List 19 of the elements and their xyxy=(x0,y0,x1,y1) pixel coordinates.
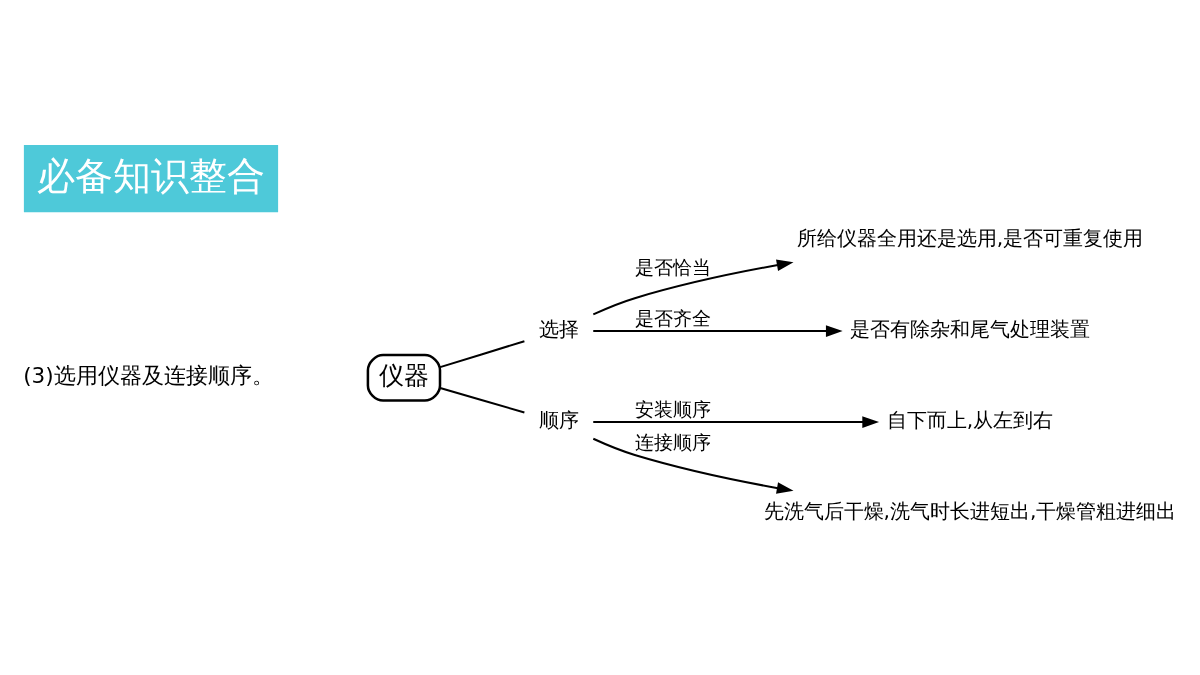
arrow xyxy=(592,258,794,315)
connector xyxy=(439,339,525,368)
connector xyxy=(439,386,525,413)
label: (3)选用仪器及连接顺序。 xyxy=(23,362,274,388)
arrow xyxy=(593,324,843,337)
diagram-title: 必备知识整合 xyxy=(37,153,266,198)
arrow xyxy=(593,415,880,428)
edge-label: 是否恰当 xyxy=(635,255,712,278)
node-text: 先洗气后干燥,洗气时长进短出,干燥管粗进细出 xyxy=(763,498,1177,523)
edge-label: 是否齐全 xyxy=(635,306,712,329)
edge-label: 连接顺序 xyxy=(635,430,712,453)
edge-label: 安装顺序 xyxy=(635,397,712,420)
node-text: 是否有除杂和尾气处理装置 xyxy=(849,316,1090,341)
node-text: 所给仪器全用还是选用,是否可重复使用 xyxy=(796,225,1144,250)
node-box: 仪器 xyxy=(366,353,442,402)
node-text: 顺序 xyxy=(538,407,579,432)
arrow xyxy=(592,437,794,494)
node-text: 选择 xyxy=(538,316,579,341)
node-text: 自下而上,从左到右 xyxy=(886,407,1054,432)
